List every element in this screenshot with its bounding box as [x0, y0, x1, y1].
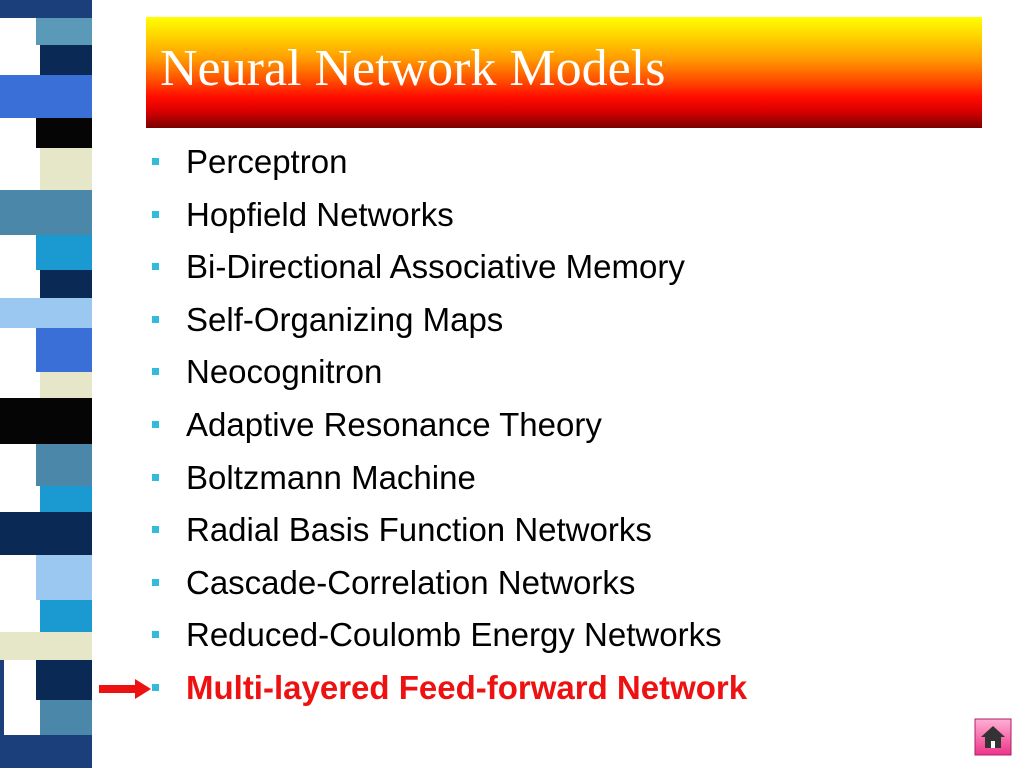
stripe-segment — [0, 735, 92, 768]
stripe-segment — [40, 270, 92, 298]
stripe-segment — [36, 18, 92, 45]
bullet-square-icon — [152, 263, 159, 271]
bullet-square-icon — [152, 158, 159, 165]
bullet-item: Cascade-Correlation Networks — [146, 557, 1006, 610]
bullet-square-icon — [152, 210, 159, 218]
stripe-segment — [36, 235, 92, 270]
stripe-segment — [0, 398, 92, 444]
bullet-item: Bi-Directional Associative Memory — [146, 241, 1006, 294]
stripe-segment — [0, 75, 92, 118]
bullet-square-icon — [152, 578, 159, 586]
bullet-label: Reduced-Coulomb Energy Networks — [186, 616, 722, 654]
bullet-square-icon — [152, 315, 159, 323]
right-arrow-icon — [99, 679, 151, 699]
stripe-segment — [36, 555, 92, 600]
bullet-item: Perceptron — [146, 136, 1006, 189]
stripe-segment — [0, 298, 92, 328]
bullet-square-icon — [152, 420, 159, 428]
stripe-segment — [36, 444, 92, 486]
bullet-item: Reduced-Coulomb Energy Networks — [146, 609, 1006, 662]
stripe-segment — [0, 0, 92, 18]
stripe-segment — [40, 45, 92, 75]
bullet-item: Hopfield Networks — [146, 189, 1006, 242]
bullet-label: Perceptron — [186, 143, 348, 180]
stripe-segment — [36, 328, 92, 372]
stripe-segment — [36, 118, 92, 148]
stripe-segment — [40, 372, 92, 398]
bullet-label: Multi-layered Feed-forward Network — [186, 668, 748, 706]
home-button[interactable] — [974, 718, 1012, 756]
stripe-segment — [36, 660, 92, 700]
stripe-segment — [0, 512, 92, 555]
slide-title: Neural Network Models — [160, 40, 666, 97]
home-icon — [981, 726, 1005, 748]
bullet-item: Multi-layered Feed-forward Network — [146, 662, 1006, 715]
bullet-item: Adaptive Resonance Theory — [146, 399, 1006, 452]
bullet-square-icon — [152, 368, 159, 376]
stripe-segment — [0, 660, 4, 768]
stripe-segment — [40, 148, 92, 190]
stripe-segment — [40, 700, 92, 735]
bullet-label: Bi-Directional Associative Memory — [186, 248, 685, 286]
bullet-label: Neocognitron — [186, 353, 383, 391]
bullet-label: Cascade-Correlation Networks — [186, 563, 636, 601]
bullet-label: Radial Basis Function Networks — [186, 511, 652, 549]
bullet-label: Hopfield Networks — [186, 195, 454, 233]
bullet-item: Neocognitron — [146, 346, 1006, 399]
bullet-label: Boltzmann Machine — [186, 458, 476, 496]
stripe-segment — [0, 190, 92, 235]
bullet-item: Boltzmann Machine — [146, 452, 1006, 505]
bullet-square-icon — [152, 683, 159, 691]
bullet-square-icon — [152, 631, 159, 639]
bullet-item: Self-Organizing Maps — [146, 294, 1006, 347]
stripe-segment — [40, 486, 92, 512]
stripe-segment — [40, 600, 92, 632]
bullet-item: Radial Basis Function Networks — [146, 504, 1006, 557]
bullet-label: Adaptive Resonance Theory — [186, 405, 602, 443]
bullet-label: Self-Organizing Maps — [186, 300, 504, 338]
bullet-square-icon — [152, 526, 159, 534]
stripe-segment — [0, 632, 92, 660]
bullet-square-icon — [152, 473, 159, 481]
decorative-stripe-column — [0, 0, 100, 768]
title-banner: Neural Network Models — [146, 17, 982, 128]
